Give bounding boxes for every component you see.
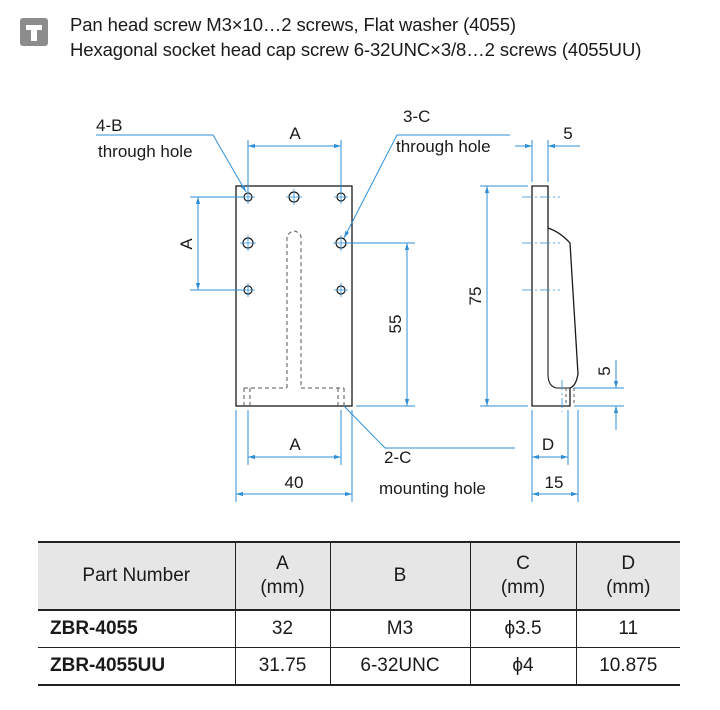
dim-55: 55 <box>386 315 405 334</box>
header-line-1: Pan head screw M3×10…2 screws, Flat wash… <box>70 14 516 35</box>
side-hidden-hole <box>565 388 575 406</box>
side-view: 5 75 5 D 15 <box>466 124 624 502</box>
dim-5-top: 5 <box>563 124 572 143</box>
spec-table: Part Number A(mm) B C(mm) D(mm) ZBR-4055… <box>38 541 680 686</box>
table-row: ZBR-4055 32 M3 ϕ3.5 11 <box>38 609 680 648</box>
col-b: B <box>329 541 471 611</box>
label-2c-sub: mounting hole <box>379 479 486 498</box>
dim-a-top: A <box>289 124 301 143</box>
dim-a-bottom: A <box>289 435 301 454</box>
cell-a: 32 <box>234 609 331 648</box>
front-view: A A 55 A 40 4-B through hole 3-C through… <box>96 107 515 502</box>
col-c: C(mm) <box>469 541 577 611</box>
cell-c: ϕ4 <box>469 647 577 686</box>
header-line-2: Hexagonal socket head cap screw 6-32UNC×… <box>70 39 642 60</box>
header: Pan head screw M3×10…2 screws, Flat wash… <box>18 12 708 68</box>
side-outline <box>531 185 579 407</box>
hidden-base <box>243 387 345 406</box>
tool-icon <box>20 18 48 46</box>
col-d: D(mm) <box>575 541 680 611</box>
dim-5-right: 5 <box>595 366 614 375</box>
header-text: Pan head screw M3×10…2 screws, Flat wash… <box>70 12 641 62</box>
cell-a: 31.75 <box>234 647 331 686</box>
technical-drawing: A A 55 A 40 4-B through hole 3-C through… <box>96 107 624 502</box>
label-4b: 4-B <box>96 116 122 135</box>
dim-a-left: A <box>177 238 196 250</box>
label-2c: 2-C <box>384 448 411 467</box>
table-row: ZBR-4055UU 31.75 6-32UNC ϕ4 10.875 <box>38 647 680 686</box>
side-inner <box>547 228 570 389</box>
hidden-slot <box>286 230 302 388</box>
cell-c: ϕ3.5 <box>469 609 577 648</box>
dim-d: D <box>542 435 554 454</box>
cell-b: M3 <box>329 609 471 648</box>
col-part-number: Part Number <box>38 541 236 611</box>
col-a: A(mm) <box>234 541 331 611</box>
cell-part: ZBR-4055 <box>38 609 236 648</box>
dim-15: 15 <box>545 473 564 492</box>
dim-40: 40 <box>285 473 304 492</box>
label-4b-sub: through hole <box>98 142 193 161</box>
dim-75: 75 <box>466 287 485 306</box>
label-3c-sub: through hole <box>396 137 491 156</box>
plate-outline <box>235 185 353 407</box>
table-header-row: Part Number A(mm) B C(mm) D(mm) <box>38 541 680 611</box>
cell-d: 11 <box>575 609 680 648</box>
cell-d: 10.875 <box>575 647 680 686</box>
label-3c: 3-C <box>403 107 430 126</box>
cell-b: 6-32UNC <box>329 647 471 686</box>
cell-part: ZBR-4055UU <box>38 647 236 686</box>
